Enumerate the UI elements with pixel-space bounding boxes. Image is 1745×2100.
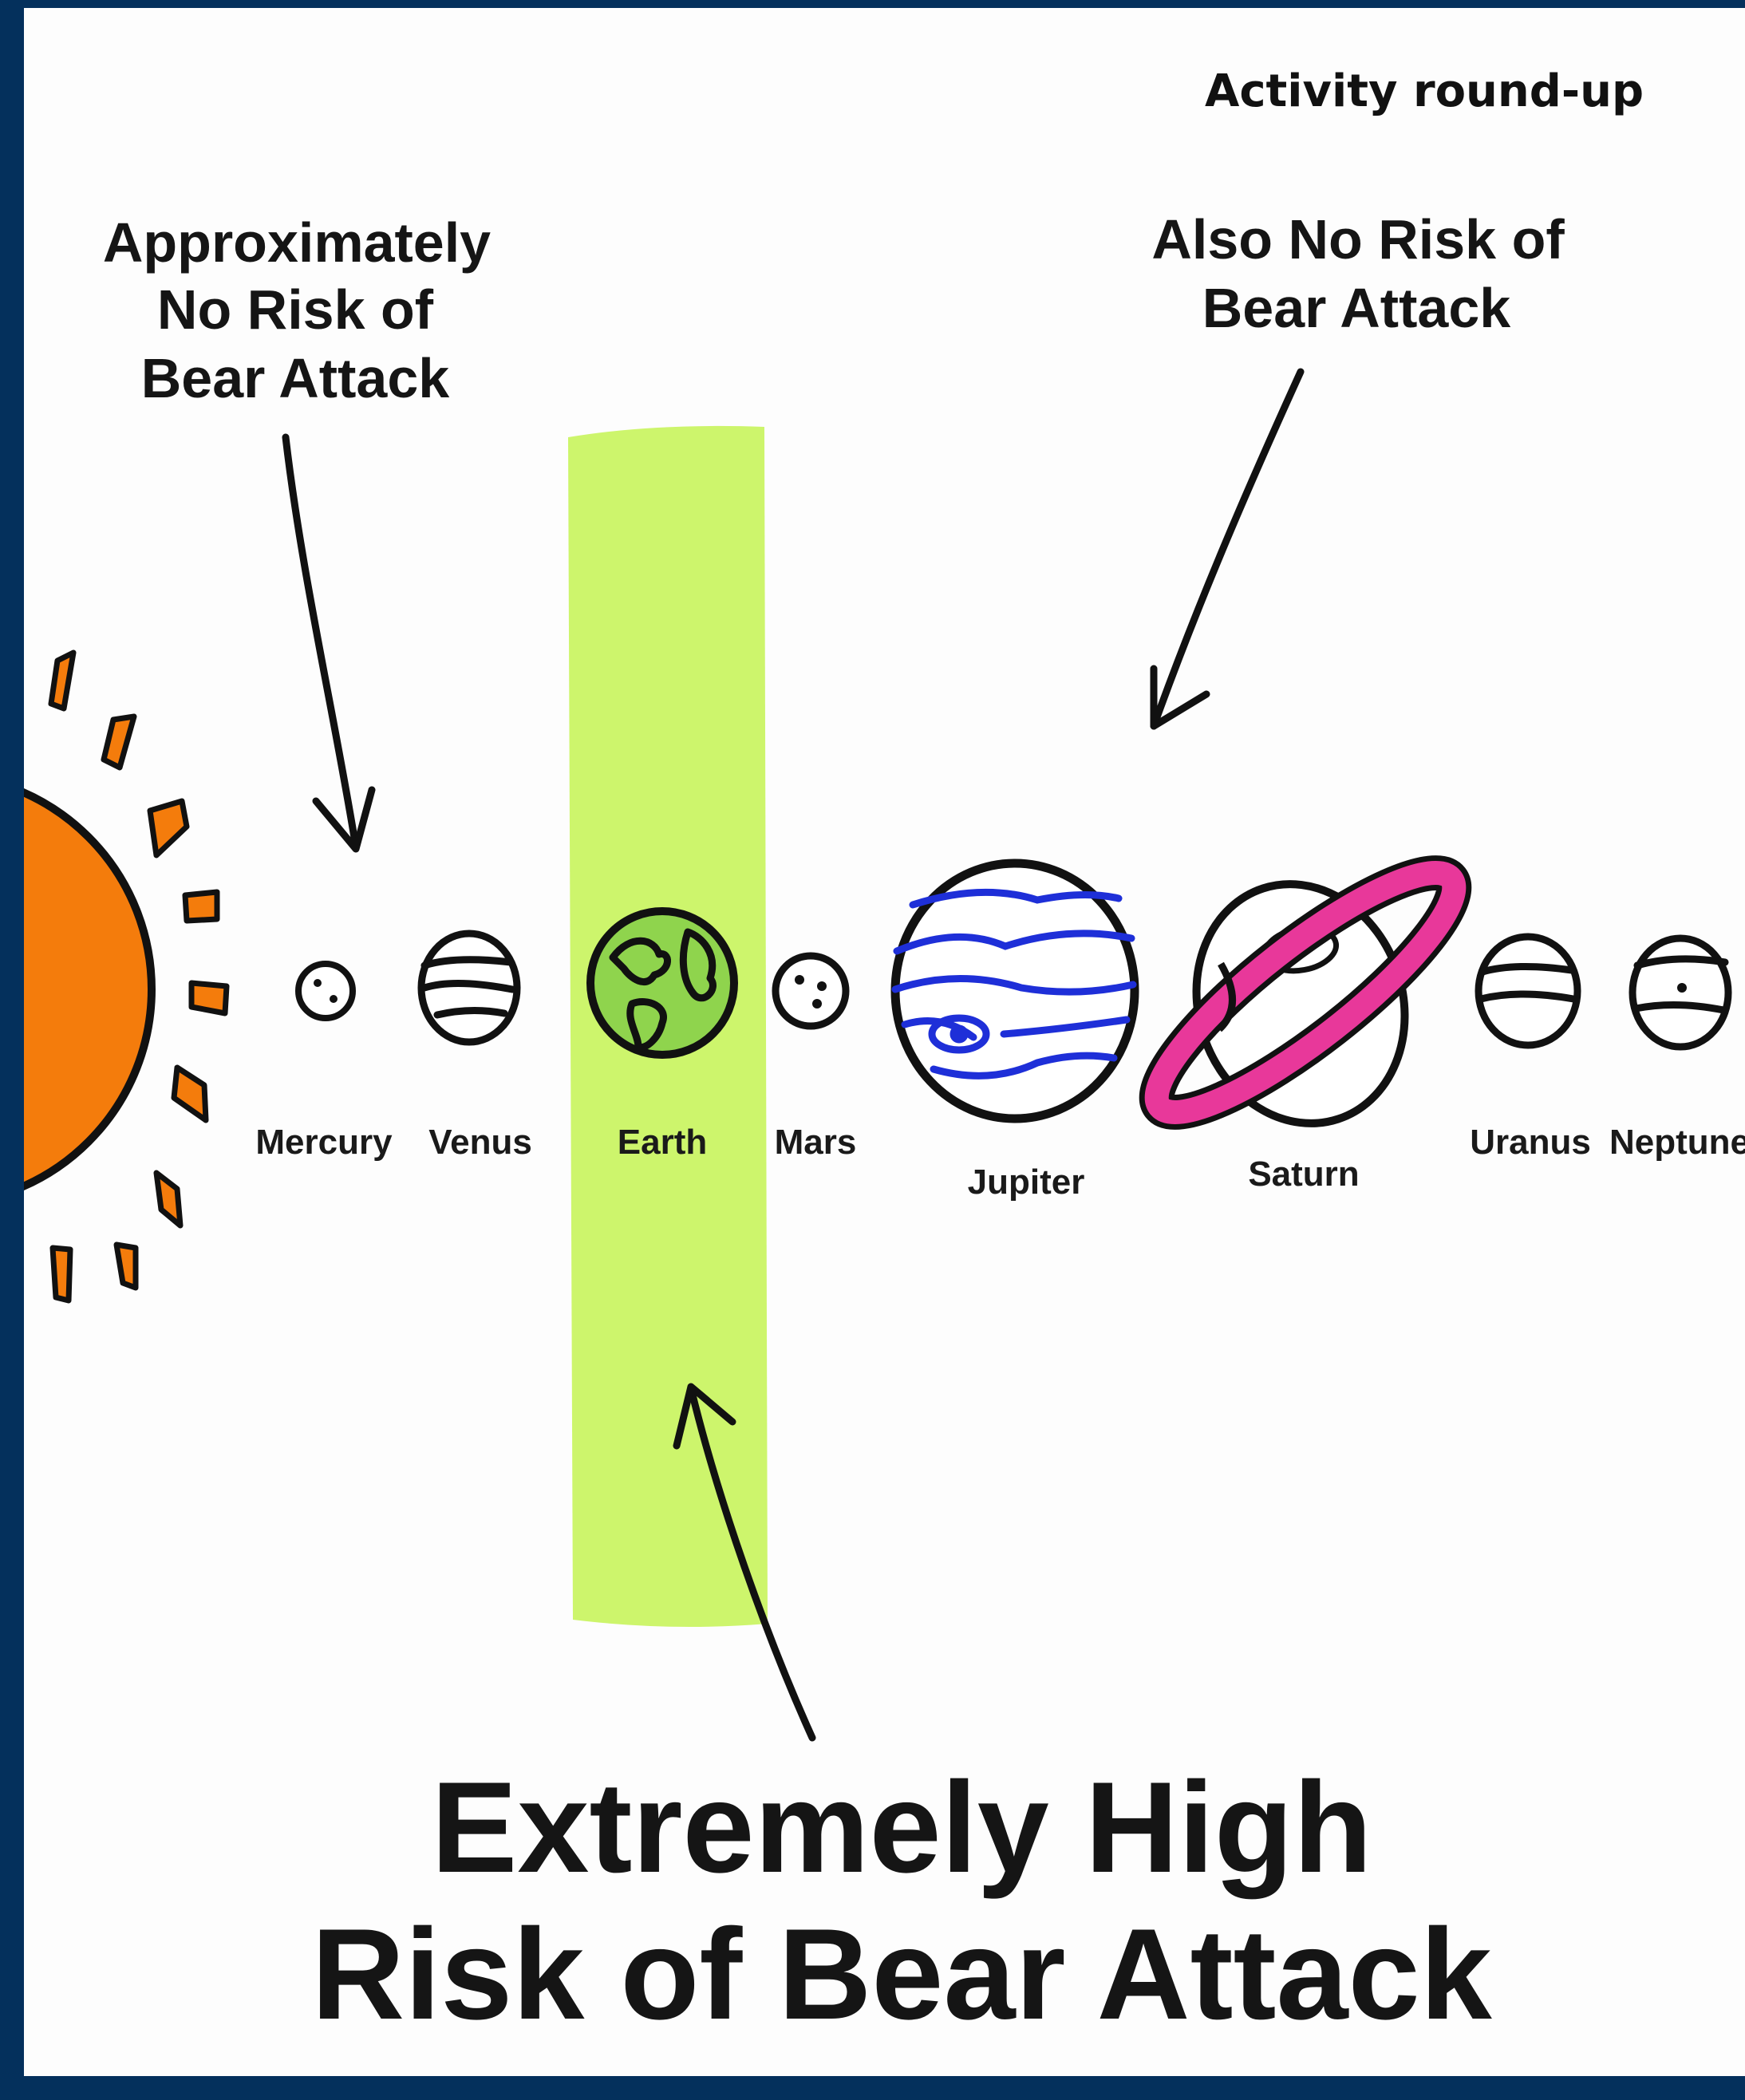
planet-label-saturn: Saturn <box>1248 1155 1359 1194</box>
venus-icon <box>417 930 521 1046</box>
planet-label-jupiter: Jupiter <box>968 1162 1085 1202</box>
planet-label-uranus: Uranus <box>1470 1123 1591 1162</box>
arrow-to-earth <box>673 1383 816 1742</box>
arrow-to-mercury <box>282 433 376 853</box>
callout-outer-planets: Also No Risk of Bear Attack <box>1151 208 1565 339</box>
neptune-icon <box>1629 934 1732 1051</box>
planet-label-earth: Earth <box>618 1123 707 1162</box>
mercury-icon <box>295 961 356 1021</box>
callout-earth-line-1: Extremely High <box>431 1755 1372 1900</box>
callout-outer-line-1: Also No Risk of <box>1151 208 1565 270</box>
callout-inner-line-1: Approximately <box>103 211 491 274</box>
callout-inner-line-3: Bear Attack <box>141 347 450 409</box>
jupiter-icon <box>890 859 1139 1123</box>
callout-earth-line-2: Risk of Bear Attack <box>311 1902 1492 2047</box>
callout-earth: Extremely High Risk of Bear Attack <box>311 1755 1492 2047</box>
solar-system-illustration: Mercury Venus Earth Mars Jupiter Saturn … <box>24 208 1745 2047</box>
earth-icon <box>586 907 738 1059</box>
uranus-icon <box>1475 933 1581 1049</box>
planet-label-mercury: Mercury <box>255 1123 393 1162</box>
callout-inner-planets: Approximately No Risk of Bear Attack <box>103 211 491 409</box>
arrow-to-outer-planets <box>1150 368 1305 730</box>
sun-icon <box>24 649 230 1304</box>
callout-outer-line-2: Bear Attack <box>1202 277 1511 339</box>
page-title: Activity round-up <box>1205 65 1644 117</box>
mars-icon <box>772 952 850 1030</box>
saturn-icon <box>1139 855 1472 1130</box>
planet-label-neptune: Neptune <box>1609 1123 1745 1162</box>
planet-label-venus: Venus <box>428 1123 532 1162</box>
callout-inner-line-2: No Risk of <box>157 278 434 341</box>
planet-label-mars: Mars <box>775 1123 857 1162</box>
